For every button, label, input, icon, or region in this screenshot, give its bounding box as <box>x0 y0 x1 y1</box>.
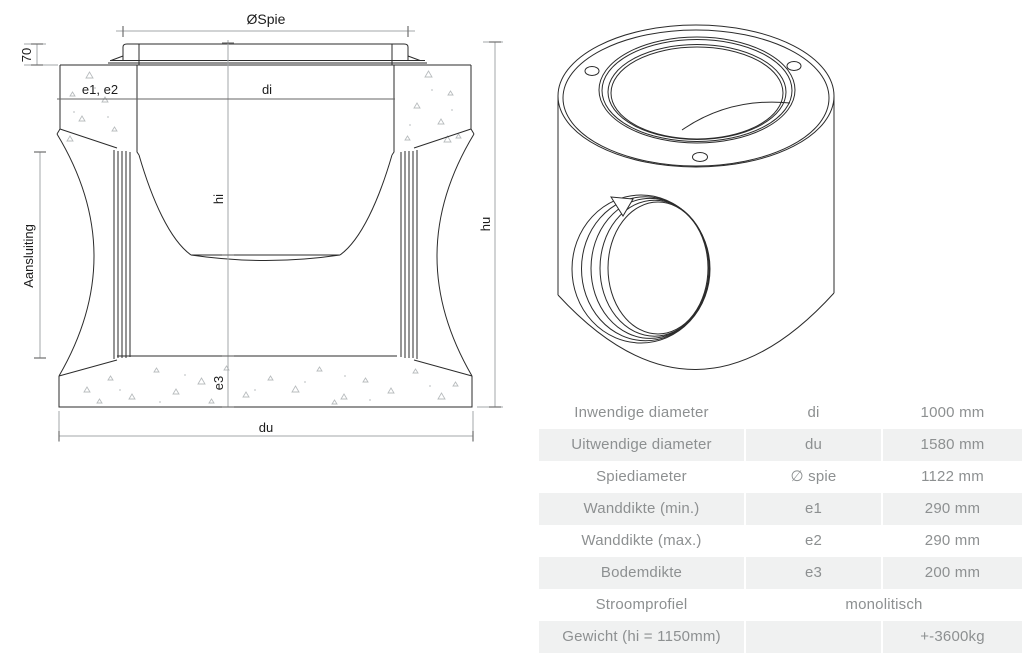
table-row: Uitwendige diameter du 1580 mm <box>539 429 1022 461</box>
spec-value: 290 mm <box>881 493 1022 525</box>
spec-label: Gewicht (hi = 1150mm) <box>539 621 744 653</box>
spec-symbol: di <box>744 397 881 429</box>
dim-label-spigot-height: 70 <box>19 48 34 62</box>
spec-label: Wanddikte (min.) <box>539 493 744 525</box>
iso-drawing <box>557 24 835 370</box>
spec-label: Inwendige diameter <box>574 404 709 421</box>
dim-label-wall-thickness: e1, e2 <box>82 82 118 97</box>
dim-label-outer-diameter: du <box>259 420 273 435</box>
dim-label-bottom-thickness: e3 <box>211 376 226 390</box>
spec-symbol <box>744 621 881 653</box>
dim-label-spie-diameter: ØSpie <box>247 11 286 27</box>
spec-value: 200 mm <box>881 557 1022 589</box>
table-row: Gewicht (hi = 1150mm) +-3600kg <box>539 621 1022 653</box>
spec-symbol: e2 <box>744 525 881 557</box>
iso-bowl-edge <box>681 101 791 131</box>
table-row: Bodemdikte e3 200 mm <box>539 557 1022 589</box>
dim-label-connection: Aansluiting <box>21 224 36 288</box>
dimension-lines <box>24 30 503 442</box>
spec-label: Wanddikte (max.) <box>581 532 702 549</box>
table-row: Inwendige diameter di 1000 mm <box>539 397 1022 429</box>
iso-lift-hole <box>786 61 802 71</box>
spec-label: Spiediameter <box>596 468 687 485</box>
dim-label-inner-height: hi <box>211 194 226 204</box>
spec-value: 1580 mm <box>881 429 1022 461</box>
spec-symbol: e3 <box>744 557 881 589</box>
table-row: Spiediameter ∅ spie 1122 mm <box>539 461 1022 493</box>
spec-symbol: du <box>744 429 881 461</box>
spec-label: Uitwendige diameter <box>539 429 744 461</box>
spec-symbol: e1 <box>744 493 881 525</box>
spec-table: Inwendige diameter di 1000 mm Uitwendige… <box>539 397 1022 653</box>
spec-value: 1122 mm <box>881 461 1022 493</box>
iso-notch <box>610 196 634 217</box>
concrete-texture <box>66 70 462 405</box>
spec-value: 1000 mm <box>881 397 1022 429</box>
table-row: Wanddikte (max.) e2 290 mm <box>539 525 1022 557</box>
cross-section-drawing: ØSpie 70 e1, e2 di hi Aansluiting hu e3 … <box>19 11 503 442</box>
spec-symbol: ∅ spie <box>744 461 881 493</box>
dimension-ticks <box>31 26 501 441</box>
spec-label: Stroomprofiel <box>595 596 688 613</box>
table-row: Stroomprofiel monolitisch <box>539 589 1022 621</box>
section-outline <box>56 43 475 408</box>
spec-value: monolitisch <box>744 589 1022 621</box>
dim-label-inner-diameter: di <box>262 82 272 97</box>
iso-lift-hole <box>692 152 708 162</box>
dim-label-outer-height: hu <box>478 217 493 231</box>
spec-label: Bodemdikte <box>539 557 744 589</box>
spec-value: 290 mm <box>881 525 1022 557</box>
iso-side-opening <box>571 194 711 344</box>
spec-value: +-3600kg <box>881 621 1022 653</box>
table-row: Wanddikte (min.) e1 290 mm <box>539 493 1022 525</box>
iso-top-rim-inner <box>562 29 830 167</box>
iso-lift-hole <box>584 66 600 76</box>
